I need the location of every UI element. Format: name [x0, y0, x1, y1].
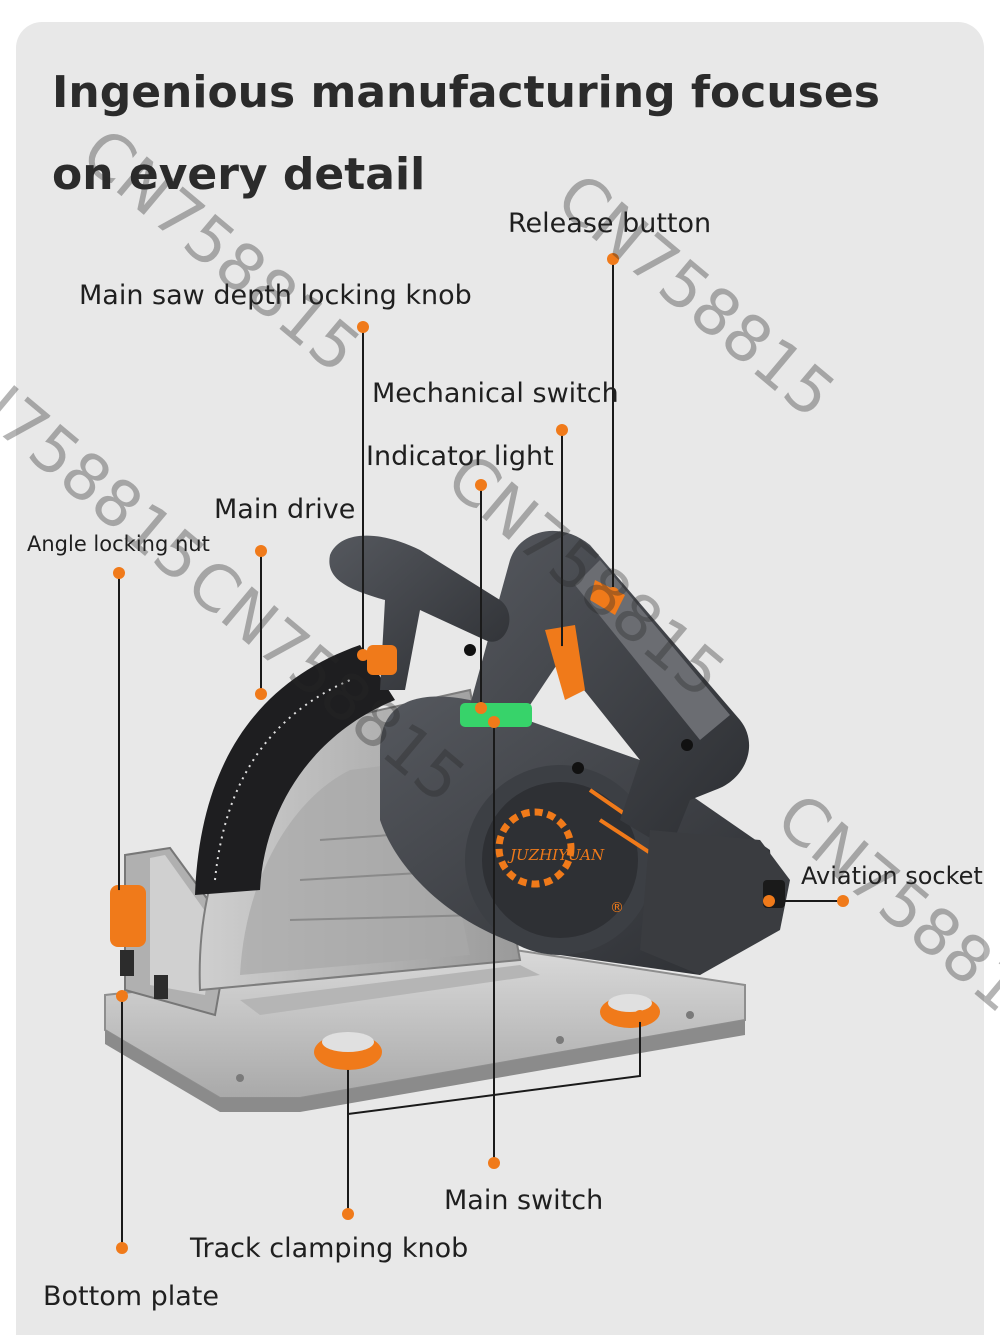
label-depth-locking-knob: Main saw depth locking knob	[79, 280, 472, 311]
main-drive-housing	[380, 696, 775, 975]
headline-line-1: Ingenious manufacturing focuses	[52, 67, 880, 118]
label-angle-locking-nut: Angle locking nut	[27, 532, 210, 556]
registered-mark: ®	[610, 900, 624, 916]
callout-dot-icon	[556, 424, 568, 436]
callout-dot-icon	[488, 716, 500, 728]
brand-text: JUZHIYUAN	[507, 846, 605, 864]
callout-dot-icon	[342, 1058, 354, 1070]
depth-scale	[195, 645, 395, 895]
callout-dot-icon	[634, 1010, 646, 1022]
headline-line-2: on every detail	[52, 149, 426, 200]
label-indicator-light: Indicator light	[366, 441, 554, 472]
mechanical-switch-lever	[545, 625, 585, 700]
callout-dot-icon	[488, 1157, 500, 1169]
brand-gear-logo-icon	[495, 808, 575, 888]
callout-dot-icon	[763, 895, 775, 907]
callout-dot-icon	[116, 990, 128, 1002]
callout-dot-icon	[342, 1208, 354, 1220]
callout-lines	[118, 258, 843, 1248]
callout-dot-icon	[255, 545, 267, 557]
label-mechanical-switch: Mechanical switch	[372, 378, 619, 409]
label-main-switch: Main switch	[444, 1185, 604, 1216]
depth-locking-knob	[367, 645, 397, 675]
callout-dot-icon	[607, 253, 619, 265]
callout-dot-icon	[607, 587, 619, 599]
release-button	[590, 580, 625, 615]
callout-dot-icon	[837, 895, 849, 907]
front-handle	[329, 535, 510, 690]
callout-dot-icon	[556, 646, 568, 658]
callout-dot-icon	[116, 1242, 128, 1254]
label-track-clamping-knob: Track clamping knob	[190, 1233, 469, 1264]
callout-dots	[113, 253, 849, 1254]
page-headline: Ingenious manufacturing focuses on every…	[52, 52, 912, 216]
callout-dot-icon	[255, 688, 267, 700]
callout-dot-icon	[113, 567, 125, 579]
orange-components	[110, 580, 660, 1070]
label-main-drive: Main drive	[214, 494, 356, 525]
label-bottom-plate: Bottom plate	[43, 1281, 220, 1312]
bottom-plate	[104, 948, 746, 1112]
callout-dot-icon	[357, 649, 369, 661]
callout-dot-icon	[475, 702, 487, 714]
label-release-button: Release button	[508, 208, 712, 239]
callout-dot-icon	[357, 321, 369, 333]
callout-dot-icon	[475, 479, 487, 491]
label-aviation-socket: Aviation socket	[801, 862, 983, 890]
callout-dot-icon	[113, 890, 125, 902]
